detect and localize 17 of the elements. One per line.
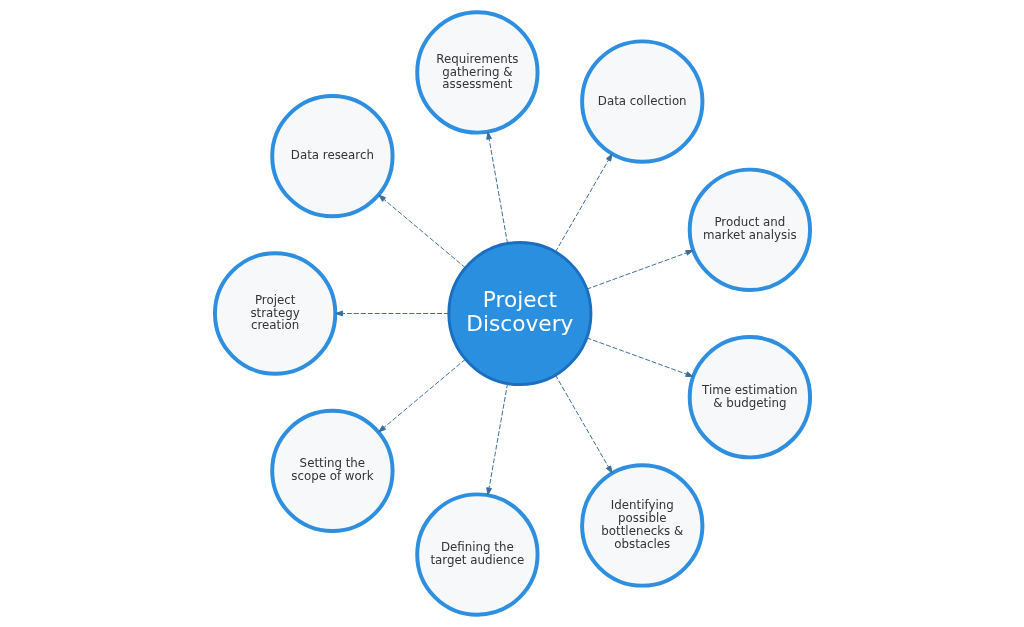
arrow <box>585 337 693 377</box>
arrow <box>377 194 466 269</box>
node-circle: Time estimation & budgeting <box>687 335 812 460</box>
node-circle: Setting the scope of work <box>269 408 395 533</box>
arrow <box>485 131 508 244</box>
node-circle: Defining the target audience <box>414 492 540 617</box>
arrow <box>585 250 693 290</box>
arrow <box>485 383 508 496</box>
node-circle: Project Discovery <box>446 241 592 386</box>
node-circle: Product and market analysis <box>687 167 812 292</box>
arrow <box>554 374 612 474</box>
arrow <box>554 153 612 253</box>
node-circle: Requirements gathering & assessment <box>414 10 540 135</box>
arrow <box>334 310 449 317</box>
arrow <box>377 358 466 433</box>
node-circle: Project strategy creation <box>212 251 337 376</box>
node-circle: Data research <box>269 94 395 219</box>
